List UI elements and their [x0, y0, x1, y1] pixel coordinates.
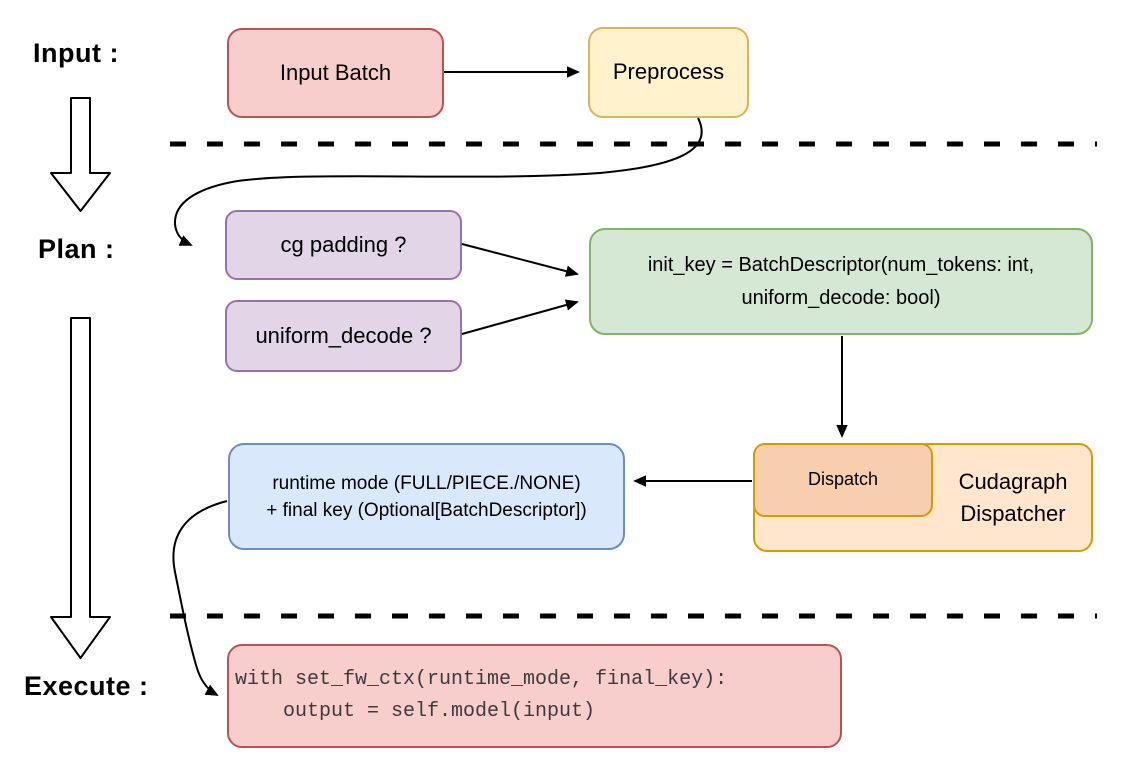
stage-label-execute: Execute : — [24, 671, 149, 701]
arrow-uniform-decode-to-init-key — [461, 299, 579, 335]
node-runtime-mode-line1: runtime mode (FULL/PIECE./NONE) — [272, 472, 581, 494]
node-uniform-decode-label: uniform_decode ? — [255, 322, 432, 348]
stage-label-plan: Plan : — [38, 234, 115, 264]
node-execute-code: with set_fw_ctx(runtime_mode, final_key)… — [227, 644, 842, 748]
node-execute-code-line1: with set_fw_ctx(runtime_mode, final_key)… — [235, 668, 728, 691]
node-uniform-decode: uniform_decode ? — [225, 300, 462, 372]
node-init-key-line1: init_key = BatchDescriptor(num_tokens: i… — [647, 253, 1035, 276]
node-dispatch: Dispatch — [753, 443, 933, 517]
node-cg-padding: cg padding ? — [225, 210, 462, 280]
node-execute-code-line2: output = self.model(input) — [235, 700, 596, 723]
node-input-batch: Input Batch — [227, 28, 444, 118]
node-preprocess: Preprocess — [588, 27, 749, 118]
arrow-runtime-mode-to-execute-code — [172, 500, 228, 696]
node-input-batch-label: Input Batch — [279, 59, 392, 85]
stage-label-input: Input : — [33, 38, 119, 68]
node-cg-padding-label: cg padding ? — [280, 231, 407, 257]
node-cudagraph-dispatcher-label: Cudagraph Dispatcher — [958, 468, 1068, 526]
node-init-key-line2: uniform_decode: bool) — [741, 286, 941, 309]
node-init-key: init_key = BatchDescriptor(num_tokens: i… — [589, 228, 1093, 335]
node-runtime-mode: runtime mode (FULL/PIECE./NONE) + final … — [228, 443, 625, 550]
node-dispatch-label: Dispatch — [807, 469, 879, 490]
arrow-cg-padding-to-init-key — [461, 243, 579, 277]
node-preprocess-label: Preprocess — [612, 59, 725, 85]
node-runtime-mode-line2: + final key (Optional[BatchDescriptor]) — [266, 499, 587, 521]
stage-arrow-plan-to-execute — [50, 317, 111, 659]
stage-arrow-input-to-plan — [50, 97, 111, 212]
